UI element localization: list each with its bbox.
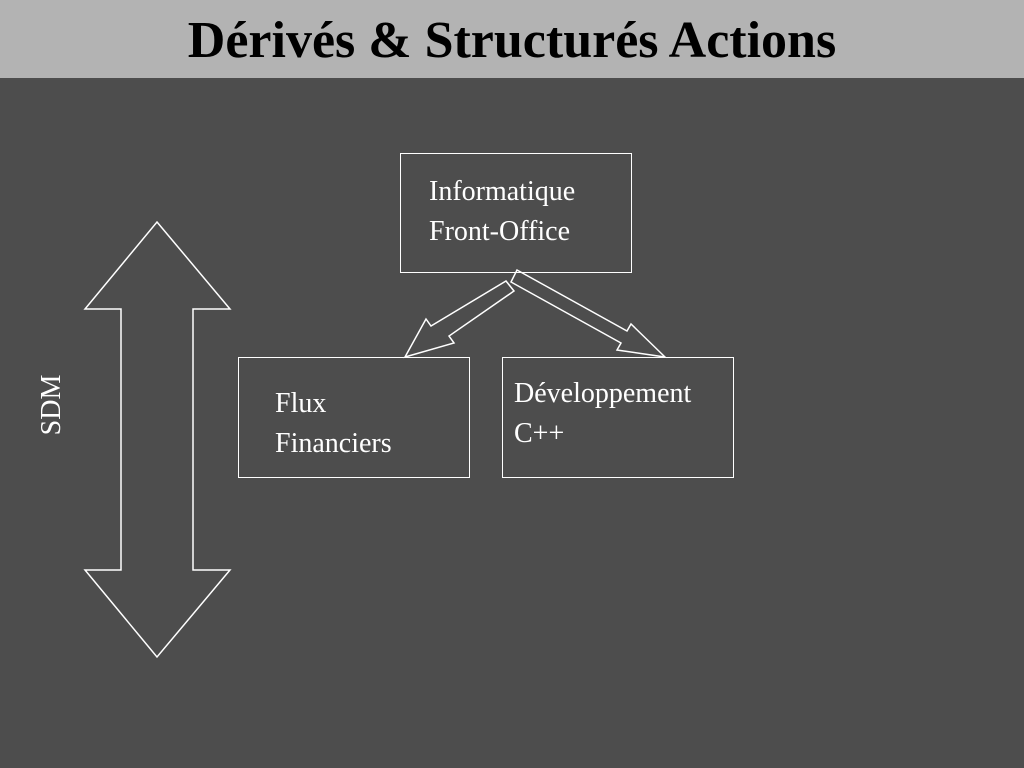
arrow-to-developpement [510, 268, 668, 359]
sdm-label: SDM [36, 374, 67, 436]
box-right-line-2: C++ [514, 418, 565, 449]
arrow-to-flux-financiers [403, 280, 516, 359]
double-headed-arrow [83, 220, 232, 659]
box-left-line-2: Financiers [275, 428, 392, 459]
box-right-line-1: Développement [514, 378, 692, 409]
box-left-line-1: Flux [275, 388, 327, 419]
box-top-line-2: Front-Office [429, 216, 570, 247]
box-developpement-cpp: Développement C++ [502, 357, 734, 478]
box-flux-financiers: Flux Financiers [238, 357, 470, 478]
title-bar: Dérivés & Structurés Actions [0, 0, 1024, 78]
box-top-line-1: Informatique [429, 176, 576, 207]
slide-title: Dérivés & Structurés Actions [187, 12, 837, 69]
box-informatique-front-office: Informatique Front-Office [400, 153, 632, 273]
